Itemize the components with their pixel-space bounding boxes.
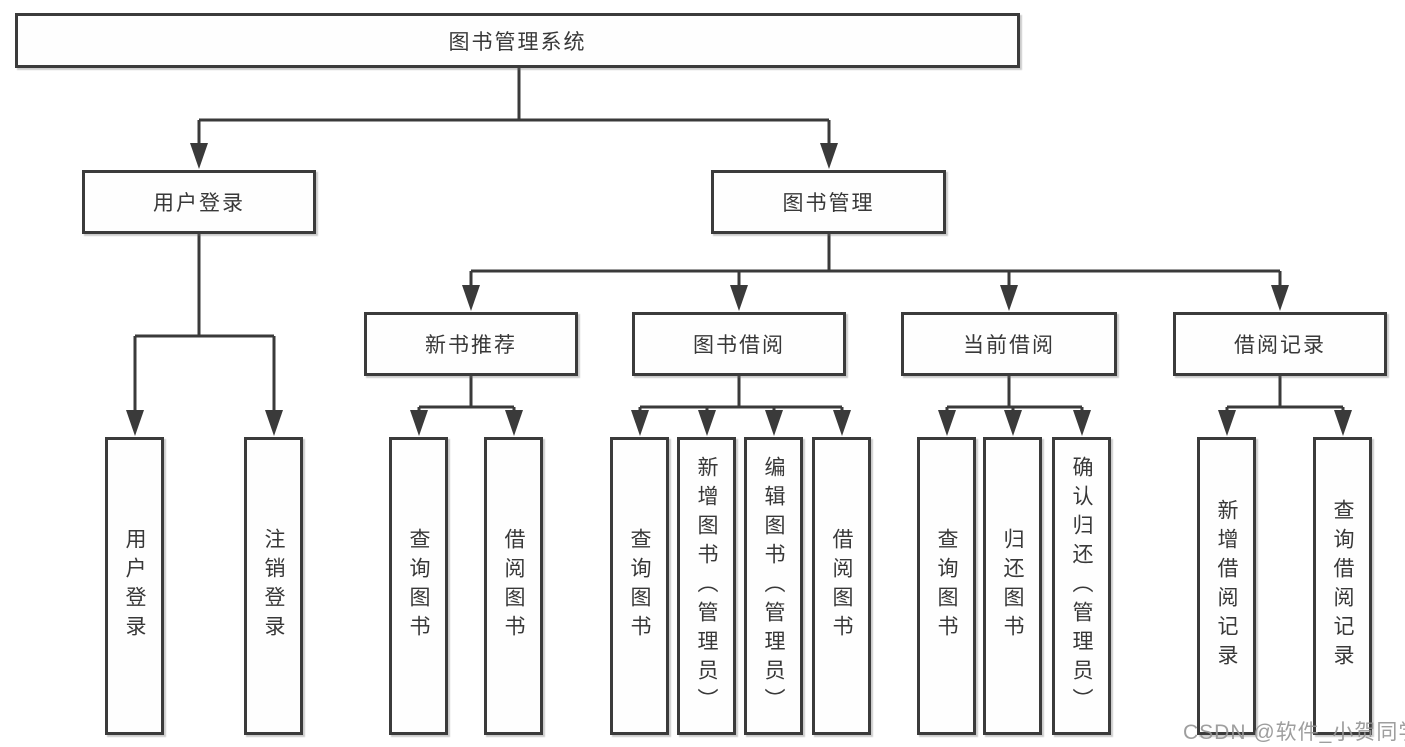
node-label: 图书借阅 bbox=[693, 334, 785, 357]
leaf-return-books: 归还图书 bbox=[983, 437, 1042, 735]
node-label: 新增借阅记录 bbox=[1215, 499, 1238, 673]
leaf-add-borrow-record: 新增借阅记录 bbox=[1197, 437, 1256, 735]
node-book-management: 图书管理 bbox=[711, 170, 946, 234]
node-label: 注销登录 bbox=[262, 528, 285, 644]
node-user-login: 用户登录 bbox=[82, 170, 316, 234]
node-borrow-records: 借阅记录 bbox=[1173, 312, 1387, 376]
node-label: 编辑图书（管理员） bbox=[762, 455, 785, 717]
node-label: 新增图书（管理员） bbox=[695, 455, 718, 717]
node-label: 借阅图书 bbox=[502, 528, 525, 644]
node-label: 查询图书 bbox=[628, 528, 651, 644]
connector-book-borrow-children bbox=[631, 376, 851, 436]
connector-root-to-level2 bbox=[190, 68, 838, 169]
node-label: 借阅图书 bbox=[830, 528, 853, 644]
connector-new-book-children bbox=[410, 376, 523, 436]
node-label: 归还图书 bbox=[1001, 528, 1024, 644]
csdn-watermark: CSDN @软件_小贺同学 bbox=[1183, 721, 1405, 744]
node-label: 借阅记录 bbox=[1234, 334, 1326, 357]
leaf-newbook-query-books: 查询图书 bbox=[389, 437, 448, 735]
leaf-current-query-books: 查询图书 bbox=[917, 437, 976, 735]
node-label: 查询图书 bbox=[935, 528, 958, 644]
leaf-add-books-admin: 新增图书（管理员） bbox=[677, 437, 736, 735]
leaf-edit-books-admin: 编辑图书（管理员） bbox=[744, 437, 803, 735]
node-library-management-system: 图书管理系统 bbox=[15, 13, 1020, 68]
connector-book-management-children bbox=[462, 234, 1289, 311]
node-label: 用户登录 bbox=[153, 192, 245, 215]
node-current-borrow: 当前借阅 bbox=[901, 312, 1117, 376]
node-label: 用户登录 bbox=[123, 528, 146, 644]
leaf-logout: 注销登录 bbox=[244, 437, 303, 735]
leaf-borrow-query-books: 查询图书 bbox=[610, 437, 669, 735]
leaf-confirm-return-admin: 确认归还（管理员） bbox=[1052, 437, 1111, 735]
leaf-user-login: 用户登录 bbox=[105, 437, 164, 735]
connector-current-borrow-children bbox=[938, 376, 1091, 436]
node-label: 当前借阅 bbox=[963, 334, 1055, 357]
node-book-borrow: 图书借阅 bbox=[632, 312, 846, 376]
node-label: 查询图书 bbox=[407, 528, 430, 644]
node-label: 查询借阅记录 bbox=[1331, 499, 1354, 673]
leaf-query-borrow-record: 查询借阅记录 bbox=[1313, 437, 1372, 735]
connector-user-login-children bbox=[126, 234, 283, 436]
node-label: 图书管理系统 bbox=[448, 30, 587, 54]
leaf-borrow-books: 借阅图书 bbox=[812, 437, 871, 735]
connector-borrow-records-children bbox=[1218, 376, 1352, 436]
node-label: 新书推荐 bbox=[425, 334, 517, 357]
node-label: 图书管理 bbox=[782, 192, 875, 215]
node-new-book-recommend: 新书推荐 bbox=[364, 312, 578, 376]
node-label: 确认归还（管理员） bbox=[1070, 455, 1093, 717]
leaf-newbook-borrow-books: 借阅图书 bbox=[484, 437, 543, 735]
